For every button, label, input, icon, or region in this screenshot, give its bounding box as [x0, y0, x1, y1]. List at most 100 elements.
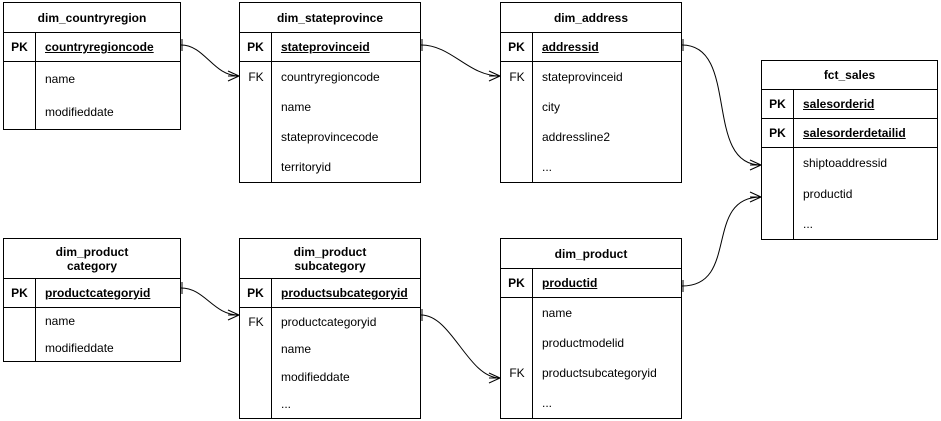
attribute-name-dim_countryregion-modifieddate: modifieddate	[45, 105, 114, 120]
key-column-dim_productsubcategory: FK	[240, 308, 272, 418]
relationship-product-to-sales[interactable]	[681, 191, 762, 292]
key-badge-dim_countryregion-countryregioncode: PK	[4, 33, 36, 61]
entity-title-dim_productsubcategory: dim_product subcategory	[240, 239, 420, 279]
entity-title-dim_countryregion: dim_countryregion	[4, 3, 180, 33]
key-column-dim_product: FK	[501, 298, 533, 418]
attribute-column-dim_productcategory: name modifieddate	[36, 308, 180, 361]
attribute-name-dim_productcategory-productcategoryid: productcategoryid	[45, 286, 151, 300]
cardinality-many-marker-countryregion-to-stateprovince	[227, 70, 240, 82]
attribute-name-fct_sales-...: ...	[803, 216, 814, 231]
attribute-name-dim_stateprovince-countryregioncode: countryregioncode	[281, 70, 380, 84]
attribute-name-dim_address-...: ...	[542, 160, 553, 174]
attribute-column-fct_sales: shiptoaddressid productid...	[794, 148, 937, 239]
relationship-line-productcategory-to-subcategory	[180, 287, 240, 316]
key-column-dim_stateprovince: FK	[240, 62, 272, 182]
attribute-name-dim_productsubcategory-modifieddate: modifieddate	[281, 369, 350, 384]
relationship-line-product-to-sales	[681, 196, 762, 287]
relationship-countryregion-to-stateprovince[interactable]	[180, 39, 240, 82]
key-column-dim_productcategory	[4, 308, 36, 361]
key-badge-fct_sales-salesorderid: PK	[762, 90, 794, 118]
key-column-dim_countryregion	[4, 62, 36, 129]
attribute-name-dim_stateprovince-stateprovincecode: stateprovincecode	[281, 130, 379, 144]
attribute-body-dim_product: FK name productmodelid productsubcategoryid…	[501, 298, 681, 418]
attribute-name-dim_countryregion-name: name	[45, 71, 76, 86]
key-badge-dim_productsubcategory-productsubcategoryid: PK	[240, 279, 272, 307]
attribute-name-fct_sales-salesorderdetailid: salesorderdetailid	[803, 126, 906, 140]
attribute-column-dim_countryregion: name modifieddate	[36, 62, 180, 129]
key-column-dim_address: FK	[501, 62, 533, 182]
attribute-body-dim_countryregion: name modifieddate	[4, 62, 180, 129]
attribute-name-dim_product-productmodelid: productmodelid	[542, 336, 625, 350]
entity-title-dim_address: dim_address	[501, 3, 681, 33]
attribute-name-dim_productcategory-modifieddate: modifieddate	[45, 340, 114, 355]
key-badge-dim_productcategory-productcategoryid: PK	[4, 279, 36, 307]
cardinality-many-marker-productsubcategory-to-product	[488, 372, 501, 384]
attribute-name-dim_productsubcategory-...: ...	[281, 397, 292, 412]
relationship-line-stateprovince-to-address	[420, 44, 501, 77]
attribute-name-dim_productsubcategory-productcategoryid: productcategoryid	[281, 314, 377, 329]
attribute-row-dim_countryregion-countryregioncode[interactable]: PK countryregioncode	[4, 33, 180, 62]
relationship-productsubcategory-to-product[interactable]	[420, 309, 501, 384]
attribute-name-dim_address-addressid: addressid	[542, 40, 599, 54]
entity-title-fct_sales: fct_sales	[762, 61, 937, 90]
relationship-stateprovince-to-address[interactable]	[420, 39, 501, 82]
entity-title-dim_stateprovince: dim_stateprovince	[240, 3, 420, 33]
key-badge-dim_product-productsubcategoryid: FK	[509, 366, 525, 380]
attribute-row-dim_address-addressid[interactable]: PK addressid	[501, 33, 681, 62]
attribute-name-dim_product-...: ...	[542, 396, 553, 410]
attribute-column-dim_address: stateprovinceid city addressline2...	[533, 62, 681, 182]
attribute-body-fct_sales: shiptoaddressid productid...	[762, 148, 937, 239]
attribute-name-dim_address-stateprovinceid: stateprovinceid	[542, 70, 623, 84]
relationship-address-to-sales[interactable]	[681, 39, 762, 171]
relationship-line-address-to-sales	[681, 44, 762, 166]
attribute-row-dim_stateprovince-stateprovinceid[interactable]: PK stateprovinceid	[240, 33, 420, 62]
attribute-name-dim_product-name: name	[542, 306, 573, 320]
key-badge-dim_address-addressid: PK	[501, 33, 533, 61]
attribute-name-dim_stateprovince-territoryid: territoryid	[281, 160, 332, 174]
attribute-name-fct_sales-productid: productid	[803, 186, 853, 201]
key-badge-dim_stateprovince-countryregioncode: FK	[248, 70, 264, 84]
attribute-name-dim_address-city: city	[542, 100, 560, 114]
attribute-row-dim_productcategory-productcategoryid[interactable]: PK productcategoryid	[4, 279, 180, 308]
attribute-name-fct_sales-salesorderid: salesorderid	[803, 97, 875, 111]
attribute-column-dim_productsubcategory: productcategoryid name modifieddate...	[272, 308, 420, 418]
entity-title-dim_productcategory: dim_product category	[4, 239, 180, 279]
key-badge-dim_productsubcategory-productcategoryid: FK	[248, 314, 264, 329]
cardinality-many-marker-address-to-sales	[749, 159, 762, 171]
relationship-line-productsubcategory-to-product	[420, 314, 501, 379]
attribute-body-dim_productsubcategory: FK productcategoryid name modifieddate...	[240, 308, 420, 418]
attribute-name-dim_productcategory-name: name	[45, 314, 76, 329]
relationship-line-countryregion-to-stateprovince	[180, 44, 240, 77]
relationship-productcategory-to-subcategory[interactable]	[180, 282, 240, 321]
attribute-name-dim_countryregion-countryregioncode: countryregioncode	[45, 40, 154, 54]
cardinality-many-marker-product-to-sales	[749, 191, 762, 203]
key-badge-dim_stateprovince-stateprovinceid: PK	[240, 33, 272, 61]
key-badge-dim_product-productid: PK	[501, 269, 533, 297]
key-column-fct_sales	[762, 148, 794, 239]
entity-title-dim_product: dim_product	[501, 239, 681, 269]
attribute-name-dim_address-addressline2: addressline2	[542, 130, 611, 144]
key-badge-dim_address-stateprovinceid: FK	[509, 70, 525, 84]
attribute-name-dim_product-productsubcategoryid: productsubcategoryid	[542, 366, 657, 380]
attribute-name-dim_productsubcategory-name: name	[281, 342, 312, 357]
attribute-row-fct_sales-salesorderid[interactable]: PK salesorderid	[762, 90, 937, 119]
attribute-body-dim_address: FK stateprovinceid city addressline2...	[501, 62, 681, 182]
attribute-name-dim_stateprovince-stateprovinceid: stateprovinceid	[281, 40, 370, 54]
cardinality-many-marker-stateprovince-to-address	[488, 70, 501, 82]
attribute-column-dim_product: name productmodelid productsubcategoryid..…	[533, 298, 681, 418]
attribute-name-fct_sales-shiptoaddressid: shiptoaddressid	[803, 156, 888, 171]
attribute-body-dim_productcategory: name modifieddate	[4, 308, 180, 361]
